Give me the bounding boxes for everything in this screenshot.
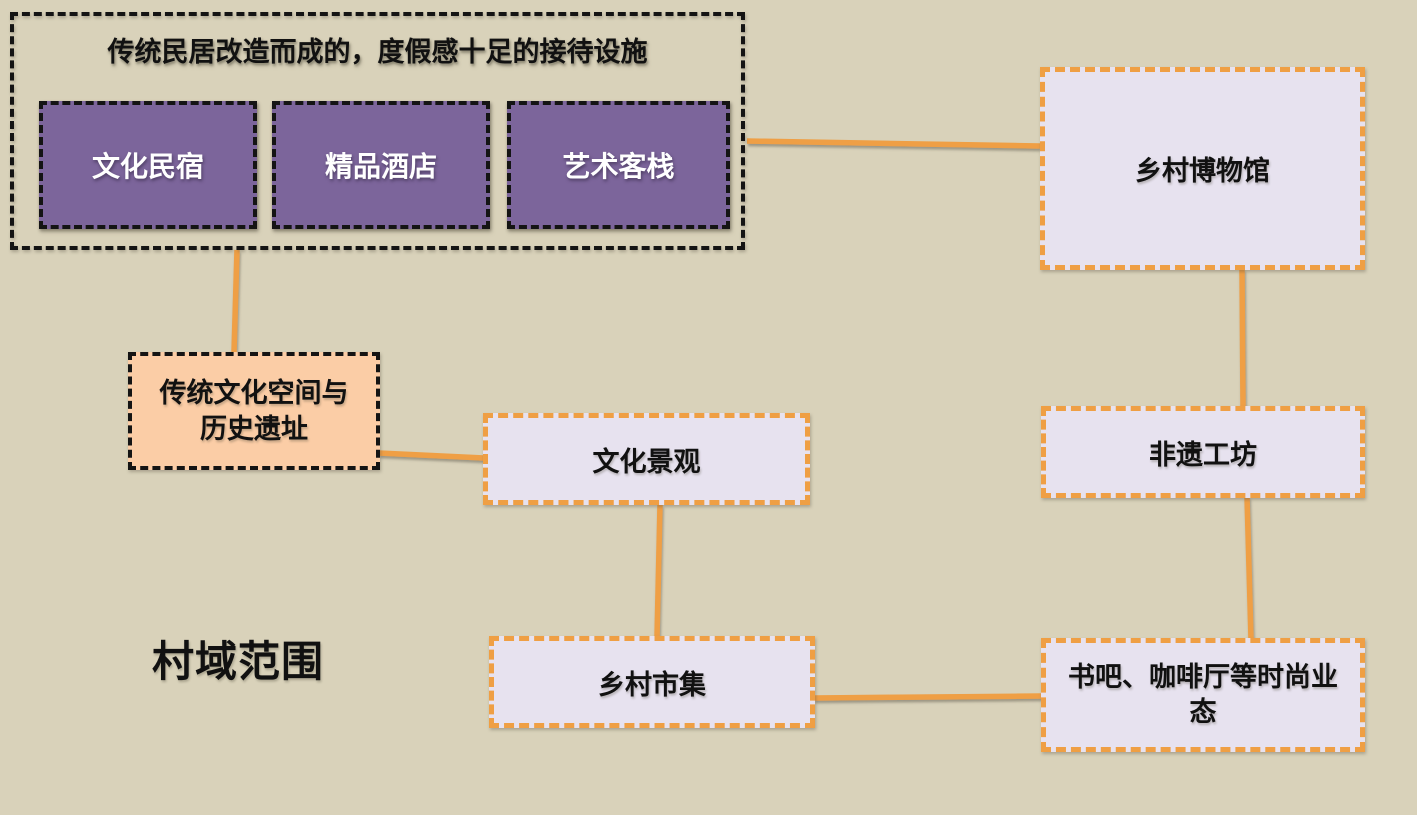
node-cultural-landscape-label: 文化景观 [592,446,701,477]
node-cultural-landscape: 文化景观 [483,413,810,505]
connector-reception-to-museum [746,138,1041,149]
reception-group-title: 传统民居改造而成的，度假感十足的接待设施 [107,37,648,67]
node-craft-workshop-label: 非遗工坊 [1149,439,1257,470]
connector-cultural-landscape-to-village-market [654,504,663,638]
node-village-museum-label: 乡村博物馆 [1135,156,1270,186]
connector-heritage-space-to-cultural-landscape [378,450,485,461]
connector-reception-to-heritage-space [231,249,240,353]
node-village-market: 乡村市集 [489,636,815,728]
node-village-museum: 乡村博物馆 [1040,67,1365,270]
connector-village-market-to-lifestyle-business [813,693,1043,701]
region-scope-label: 村域范围 [152,638,325,685]
node-boutique-hotel: 精品酒店 [272,101,490,229]
node-heritage-space-label: 传统文化空间与历史遗址 [159,377,349,444]
node-culture-homestay-label: 文化民宿 [91,151,204,182]
node-craft-workshop: 非遗工坊 [1041,406,1365,498]
node-lifestyle-business-label: 书吧、咖啡厅等时尚业态 [1068,661,1338,727]
node-boutique-hotel-label: 精品酒店 [324,151,437,182]
node-art-inn: 艺术客栈 [507,101,730,229]
node-lifestyle-business: 书吧、咖啡厅等时尚业态 [1041,638,1365,752]
node-village-market-label: 乡村市集 [598,669,706,700]
reception-group-box: 传统民居改造而成的，度假感十足的接待设施 文化民宿 精品酒店 艺术客栈 [10,12,745,250]
node-heritage-space: 传统文化空间与历史遗址 [128,352,380,470]
node-art-inn-label: 艺术客栈 [562,151,675,182]
node-culture-homestay: 文化民宿 [39,101,257,229]
connector-craft-workshop-to-lifestyle-business [1244,496,1254,640]
connector-museum-to-craft-workshop [1239,268,1246,408]
